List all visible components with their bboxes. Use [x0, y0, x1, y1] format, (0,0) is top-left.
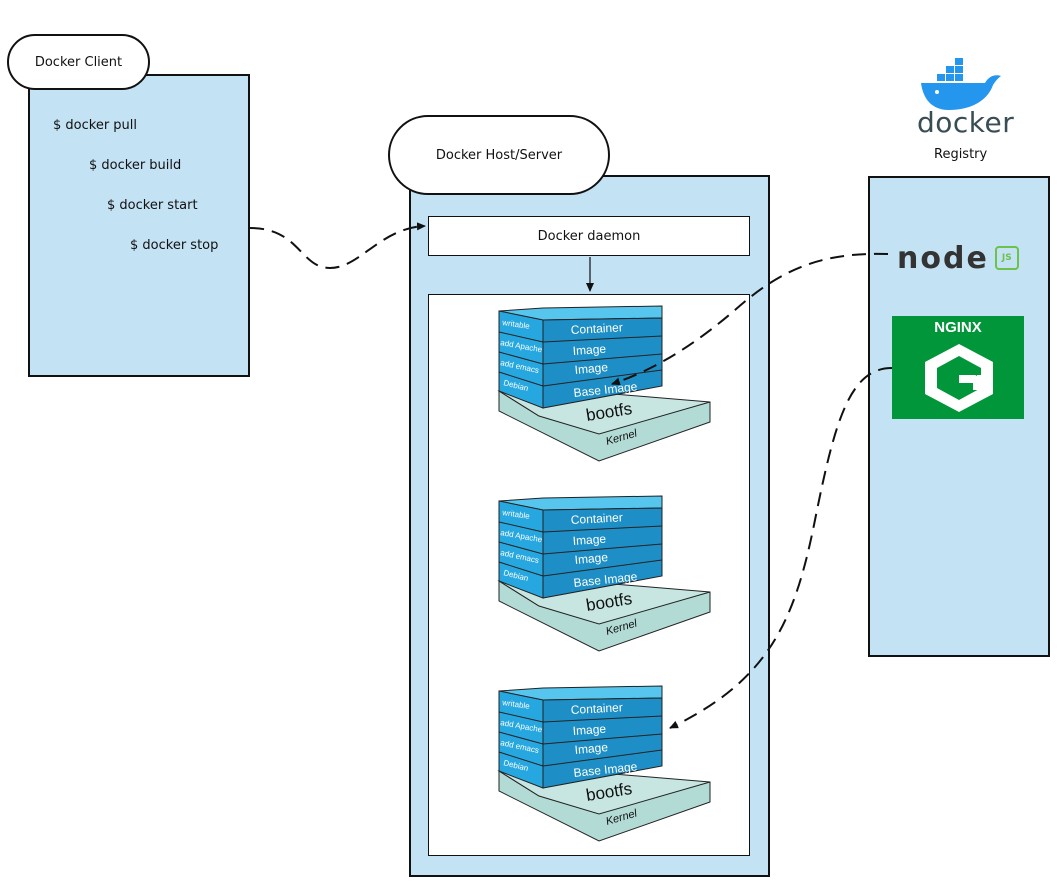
layer-stack-3: writable add Apache add emacs Debian Con…	[495, 678, 725, 843]
node-image-logo: node JS	[897, 240, 1042, 276]
js-badge-icon: JS	[994, 246, 1019, 270]
layer-front-label: Container	[570, 700, 623, 717]
layer-front-label: Image	[572, 532, 607, 548]
layer-front-label: Base Image	[573, 569, 638, 590]
nginx-logo-text: NGINX	[934, 319, 982, 336]
client-to-daemon-arrow	[249, 222, 426, 270]
layer-side-label: writable	[501, 508, 531, 521]
layer-front-label: Image	[572, 342, 607, 358]
layer-stack-1: writable add Apache add emacs Debian Con…	[495, 298, 725, 463]
layer-front-label: Image	[574, 550, 609, 567]
command-build: $ docker build	[89, 158, 182, 173]
layer-side-label: writable	[501, 318, 531, 331]
docker-logo-text: docker	[917, 106, 1015, 139]
layer-front-label: Image	[574, 740, 609, 757]
command-stop: $ docker stop	[130, 238, 219, 253]
nginx-g-icon	[925, 344, 993, 412]
layer-front-label: Image	[572, 722, 607, 738]
layer-front-label: Container	[570, 510, 623, 527]
command-start: $ docker start	[107, 198, 198, 213]
docker-daemon-box: Docker daemon	[428, 216, 750, 256]
docker-whale-icon	[921, 58, 1001, 110]
layer-side-label: writable	[501, 698, 531, 711]
docker-host-title: Docker Host/Server	[388, 115, 610, 195]
docker-client-panel	[28, 74, 250, 377]
nginx-image-logo: NGINX	[892, 316, 1024, 419]
layer-front-label: Base Image	[573, 759, 638, 780]
node-logo-text: node	[897, 240, 989, 276]
command-pull: $ docker pull	[53, 118, 138, 133]
layer-front-label: Container	[570, 320, 623, 337]
registry-label: Registry	[934, 147, 988, 162]
docker-client-title: Docker Client	[7, 34, 150, 90]
layer-front-label: Image	[574, 360, 609, 377]
layer-stack-2: writable add Apache add emacs Debian Con…	[495, 488, 725, 653]
